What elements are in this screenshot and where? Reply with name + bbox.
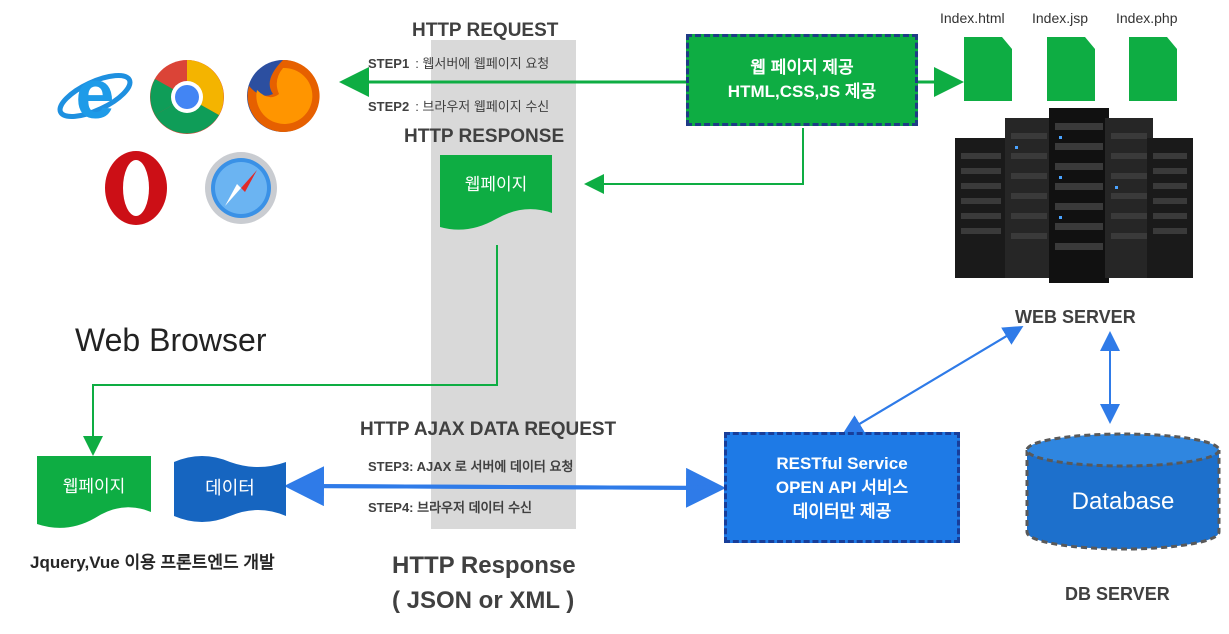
frontend-label: Jquery,Vue 이용 프론트엔드 개발 <box>30 553 275 572</box>
step2-tag: STEP2 <box>368 99 410 114</box>
step4-line: STEP4: 브라우저 데이터 수신 <box>368 500 532 515</box>
file-label-jsp: Index.jsp <box>1032 10 1089 26</box>
data-doc-shape <box>174 456 286 522</box>
webpage-doc-shape <box>440 155 552 230</box>
safari-icon <box>205 152 277 224</box>
file-label-html: Index.html <box>940 10 1005 26</box>
db-server-label: DB SERVER <box>1065 584 1170 604</box>
client-webpage-doc-label: 웹페이지 <box>62 477 126 496</box>
provide-line1: 웹 페이지 제공 <box>750 58 854 77</box>
provide-box: 웹 페이지 제공 HTML,CSS,JS 제공 <box>686 34 918 126</box>
http-response-title: HTTP RESPONSE <box>404 126 565 147</box>
deliver-arrow <box>83 245 498 456</box>
http-band <box>431 40 576 529</box>
webpage-doc-label: 웹페이지 <box>464 175 528 194</box>
svg-text:e: e <box>76 58 115 133</box>
http-response-format: ( JSON or XML ) <box>392 587 575 614</box>
rest-line3: 데이터만 제공 <box>792 501 892 521</box>
file-icon-html <box>964 37 1012 101</box>
server-to-rest-arrow <box>842 327 1021 435</box>
database-cylinder-icon <box>1025 432 1221 551</box>
firefox-icon <box>247 59 320 132</box>
ajax-arrow-left <box>284 466 719 507</box>
step3-line: STEP3: AJAX 로 서버에 데이터 요청 <box>368 459 574 474</box>
http-request-title: HTTP REQUEST <box>412 20 559 41</box>
step1-line: STEP1 : 웹서버에 웹페이지 요청 <box>368 53 549 72</box>
web-server-label: WEB SERVER <box>1015 307 1136 327</box>
database-label: Database <box>1071 488 1175 515</box>
opera-icon <box>105 151 167 225</box>
step2-text: : 브라우저 웹페이지 수신 <box>415 99 550 114</box>
web-browser-label: Web Browser <box>75 322 267 358</box>
provide-line2: HTML,CSS,JS 제공 <box>727 82 877 101</box>
server-rack-icon <box>955 108 1193 283</box>
step1-text: : 웹서버에 웹페이지 요청 <box>415 56 550 71</box>
file-label-php: Index.php <box>1116 10 1178 26</box>
step2-line: STEP2 : 브라우저 웹페이지 수신 <box>368 96 549 115</box>
file-icon-php <box>1129 37 1177 101</box>
rest-line2: OPEN API 서비스 <box>775 477 909 497</box>
step1-tag: STEP1 <box>368 56 410 71</box>
rest-line1: RESTful Service <box>776 453 908 473</box>
rest-service-box: RESTful Service OPEN API 서비스 데이터만 제공 <box>724 432 960 543</box>
http-response-json-title: HTTP Response <box>392 552 576 579</box>
client-webpage-doc-shape <box>37 456 151 528</box>
ie-icon: e <box>57 58 133 133</box>
chrome-icon <box>150 60 224 134</box>
response-arrow <box>584 128 804 194</box>
file-icon-jsp <box>1047 37 1095 101</box>
data-doc-label: 데이터 <box>205 478 255 498</box>
ajax-title: HTTP AJAX DATA REQUEST <box>360 419 617 440</box>
